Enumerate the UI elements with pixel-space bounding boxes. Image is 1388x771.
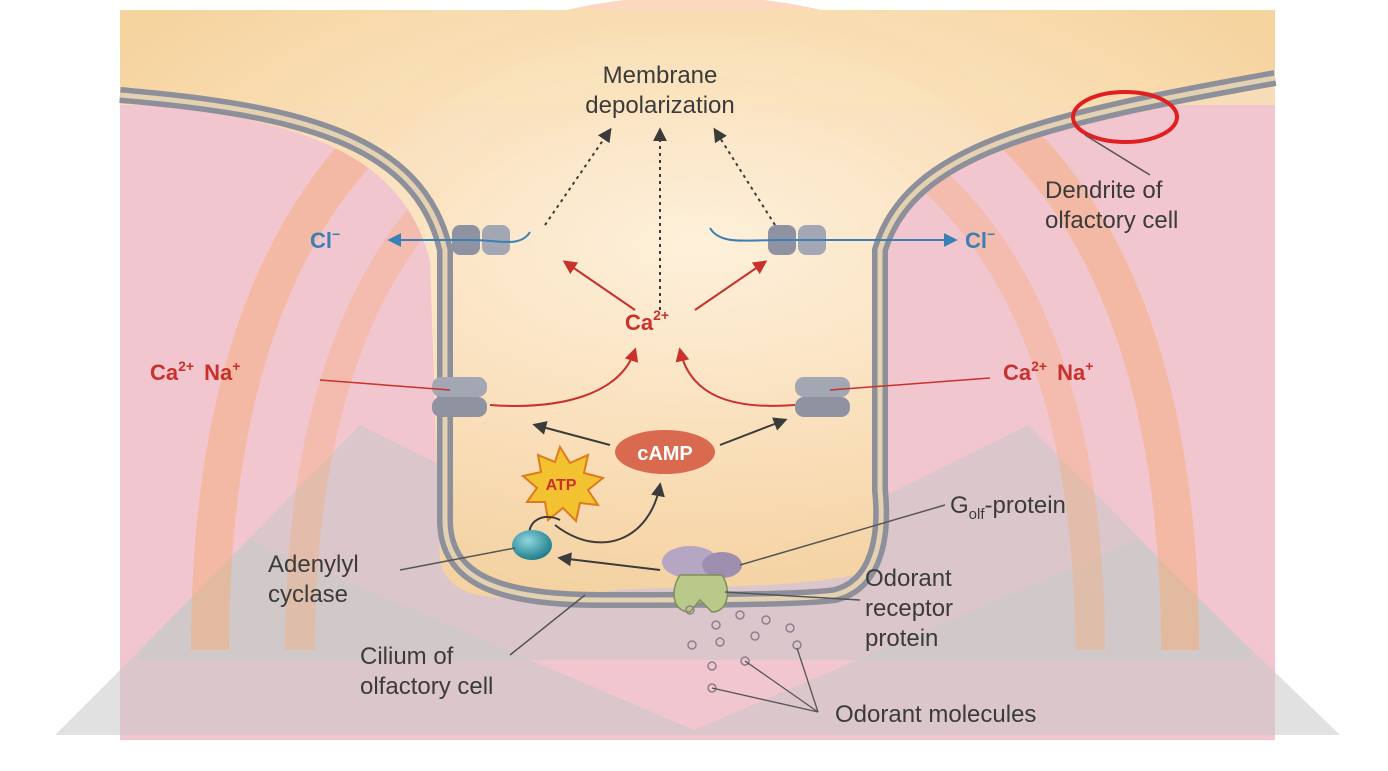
odorant-receptor-label-line3: protein [865, 625, 938, 652]
adenylyl-label-line2: cyclase [268, 581, 348, 608]
golf-protein-shape-right [702, 552, 742, 578]
cl-left-symbol: Cl [310, 228, 332, 253]
adenylyl-label-line1: Adenylyl [268, 551, 359, 578]
left-ca-charge: 2+ [178, 358, 194, 374]
dendrite-label-line1: Dendrite of [1045, 177, 1163, 204]
cl-left-charge: − [332, 226, 340, 242]
atp-label: ATP [546, 477, 577, 494]
cilium-label-line2: olfactory cell [360, 673, 493, 700]
adenylyl-cyclase-shape [512, 530, 552, 560]
cilium-label-line1: Cilium of [360, 643, 454, 670]
dendrite-label-line2: olfactory cell [1045, 207, 1178, 234]
left-ca-symbol: Ca [150, 360, 179, 385]
title-line1: Membrane [603, 62, 718, 89]
golf-g: G [950, 492, 969, 519]
golf-rest: -protein [985, 492, 1066, 519]
golf-sub: olf [969, 506, 986, 523]
cl-right-charge: − [987, 226, 995, 242]
right-ca-charge: 2+ [1031, 358, 1047, 374]
golf-protein-label: Golf-protein [950, 492, 1066, 523]
odorant-molecules-label: Odorant molecules [835, 701, 1036, 728]
odorant-receptor-label-line2: receptor [865, 595, 953, 622]
right-na-charge: + [1085, 358, 1093, 374]
right-ca-symbol: Ca [1003, 360, 1032, 385]
ca-center-charge: 2+ [653, 307, 669, 323]
right-na-symbol: Na [1057, 360, 1086, 385]
left-na-symbol: Na [204, 360, 233, 385]
camp-label: cAMP [637, 443, 693, 465]
cl-right-symbol: Cl [965, 228, 987, 253]
title-line2: depolarization [585, 92, 734, 119]
ca-center-symbol: Ca [625, 310, 654, 335]
left-na-charge: + [232, 358, 240, 374]
odorant-receptor-label-line1: Odorant [865, 565, 952, 592]
